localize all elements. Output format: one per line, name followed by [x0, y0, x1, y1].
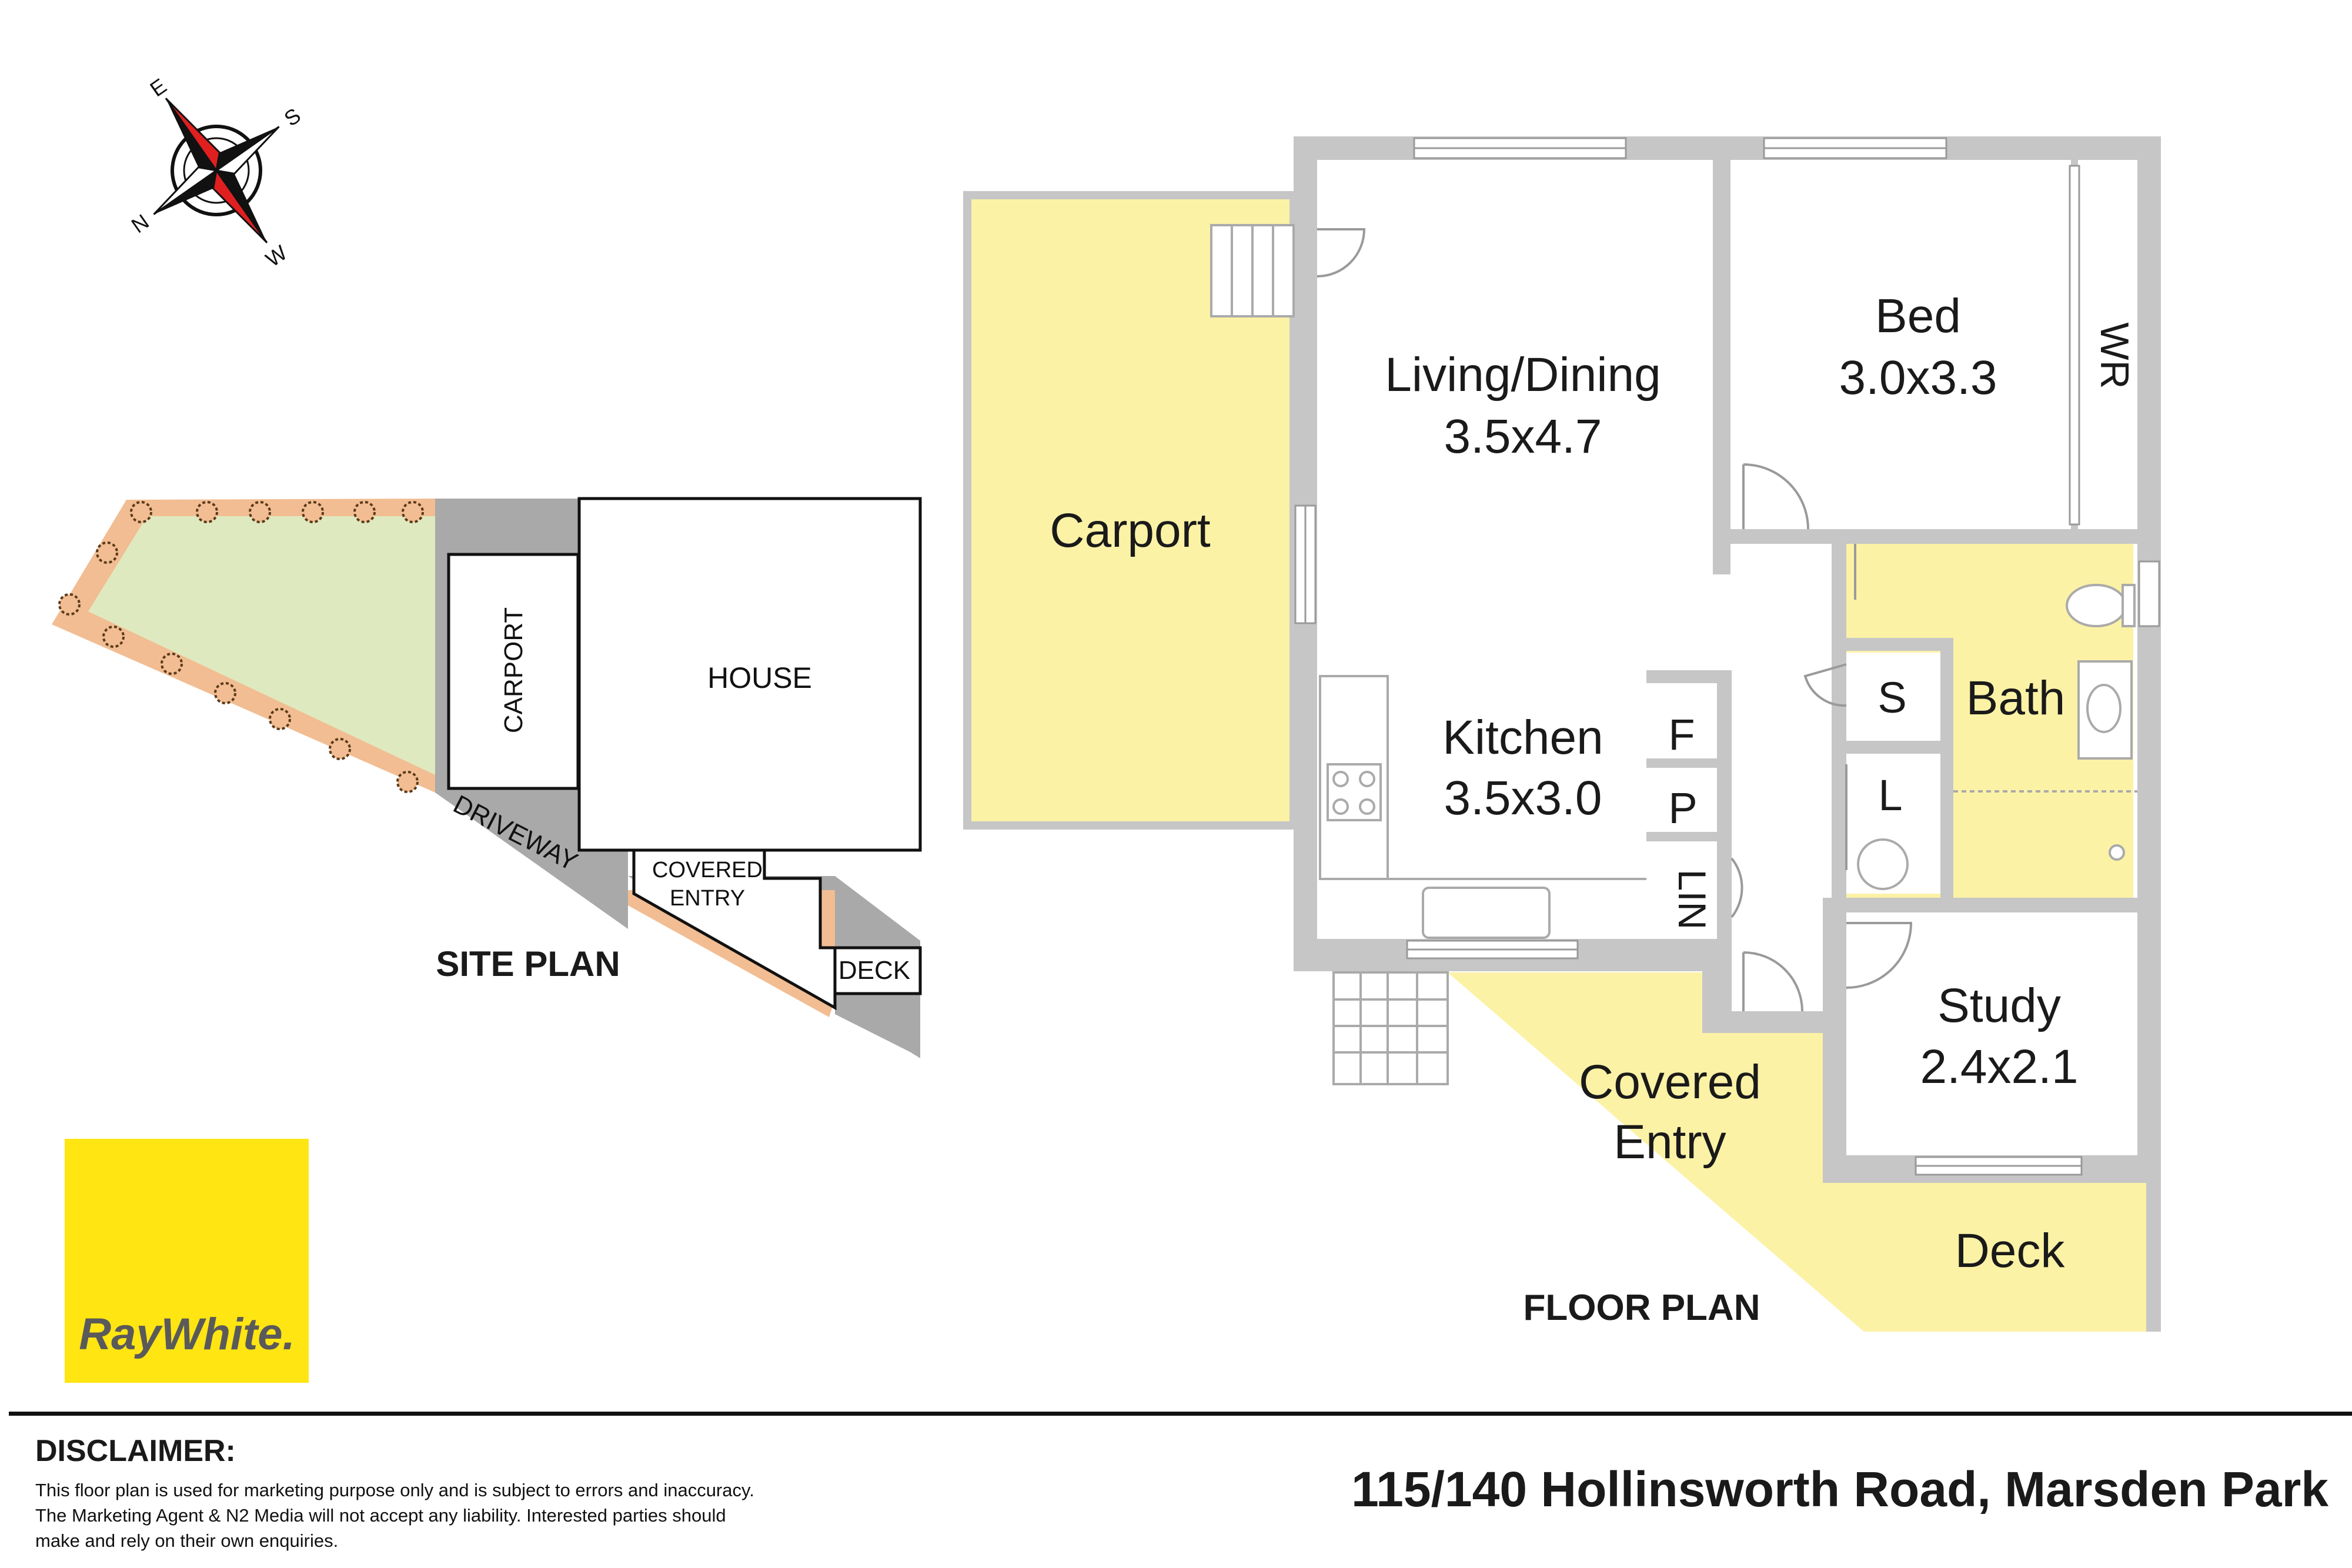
compass-n-label: N [127, 209, 153, 238]
toilet-icon [2066, 584, 2127, 627]
laundry-label: L [1878, 771, 1902, 820]
site-plan-title: SITE PLAN [436, 944, 620, 984]
bed-name: Bed [1875, 289, 1961, 343]
disclaimer-line-2: The Marketing Agent & N2 Media will not … [35, 1505, 726, 1526]
site-covered-entry-label-1: COVERED [652, 858, 763, 882]
windows [1294, 137, 2160, 1176]
deck-label: Deck [1955, 1224, 2066, 1278]
floor-plan: Carport Living/Dining 3.5x4.7 Bed 3.0x3.… [963, 136, 2161, 1332]
site-yard [88, 516, 435, 775]
study-size: 2.4x2.1 [1920, 1040, 2079, 1094]
floor-plan-title: FLOOR PLAN [1524, 1288, 1760, 1328]
site-covered-entry-label-2: ENTRY [670, 886, 745, 911]
site-trees [58, 501, 424, 793]
covered-entry-label-2: Entry [1613, 1115, 1726, 1169]
site-house-label: HOUSE [707, 661, 812, 694]
footer-divider [9, 1412, 2352, 1416]
site-deck-label: DECK [838, 956, 910, 985]
property-address: 115/140 Hollinsworth Road, Marsden Park [1351, 1462, 2328, 1517]
doors [1317, 228, 1913, 1012]
raywhite-logo: RayWhite. [65, 1139, 309, 1383]
kitchen-size: 3.5x3.0 [1444, 771, 1602, 825]
disclaimer-heading: DISCLAIMER: [35, 1434, 236, 1468]
floor-covered-entry-deck [1448, 972, 2158, 1332]
kitchen-name: Kitchen [1442, 711, 1603, 764]
disclaimer-line-1: This floor plan is used for marketing pu… [35, 1480, 754, 1500]
bath-label: Bath [1966, 671, 2066, 725]
carport-steps [1210, 224, 1295, 317]
laundry-tub-icon [1857, 838, 1909, 890]
compass-s-label: S [280, 103, 305, 131]
compass-e-label: E [145, 73, 171, 101]
linen-label: LIN [1671, 870, 1714, 930]
covered-entry-label-1: Covered [1579, 1055, 1761, 1109]
living-dining-size: 3.5x4.7 [1444, 410, 1602, 463]
raywhite-logo-text: RayWhite. [79, 1309, 295, 1359]
kitchen-fittings [1319, 675, 1646, 939]
walls [1294, 136, 2161, 1332]
bed-size: 3.0x3.3 [1839, 351, 1997, 404]
study-name: Study [1937, 979, 2061, 1032]
fridge-label: F [1668, 710, 1695, 759]
site-carport [447, 553, 580, 790]
shower-head-icon [2109, 844, 2125, 861]
site-carport-label: CARPORT [499, 607, 528, 733]
compass-icon: E W S N [127, 73, 305, 272]
living-dining-name: Living/Dining [1385, 348, 1661, 402]
compass-w-label: W [261, 240, 291, 272]
wardrobe-label: WR [2092, 322, 2137, 389]
site-house [577, 497, 922, 852]
site-plan: CARPORT HOUSE DRIVEWAY COVERED ENTRY DEC… [52, 497, 922, 1076]
pantry-label: P [1668, 784, 1697, 833]
bathroom-fittings [1857, 584, 2137, 890]
shower-label: S [1877, 673, 1906, 722]
entry-steps [1332, 971, 1449, 1085]
carport-label: Carport [1050, 504, 1211, 557]
disclaimer-line-3: make and rely on their own enquiries. [35, 1530, 338, 1551]
site-covered-entry-deck [632, 848, 922, 1011]
